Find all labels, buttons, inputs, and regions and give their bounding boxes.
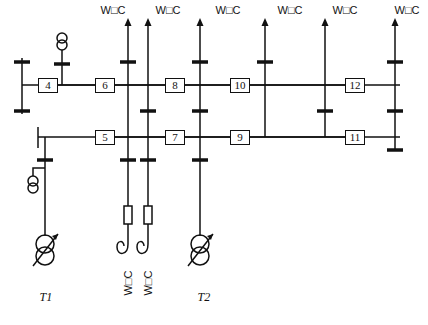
arrow-head — [145, 18, 152, 26]
breaker-box: 4 — [38, 78, 58, 93]
arrow-head — [322, 18, 329, 26]
feeder-line — [61, 50, 63, 85]
breaker-number: 12 — [350, 80, 361, 91]
disconnector-bar — [14, 60, 30, 64]
breaker-box: 11 — [345, 130, 365, 145]
feeder-line — [147, 24, 149, 206]
breaker-box: 7 — [165, 130, 185, 145]
disconnector-bar — [54, 62, 70, 66]
breaker-box: 10 — [230, 78, 250, 93]
bus-end — [37, 127, 39, 148]
regulation-arrow — [188, 234, 213, 266]
bus-connector — [250, 136, 345, 138]
line-label: W□C — [216, 4, 241, 16]
trap-symbol — [137, 224, 148, 253]
breaker-box: 12 — [345, 78, 365, 93]
disconnector-bar — [192, 109, 208, 113]
feeder-line — [264, 24, 266, 137]
disconnector-bar — [37, 158, 53, 162]
breaker-number: 5 — [102, 132, 108, 143]
bus-connector — [185, 136, 230, 138]
transformer-name: T1 — [40, 291, 53, 304]
bus-connector — [250, 84, 345, 86]
arrow-head — [207, 234, 213, 240]
aux-transformer — [28, 183, 38, 193]
disconnector-bar — [120, 60, 136, 64]
arrow-head — [392, 18, 399, 26]
bus-row — [22, 84, 400, 86]
bus-connector — [115, 136, 165, 138]
aux-transformer — [57, 40, 67, 50]
breaker-number: 11 — [350, 132, 361, 143]
disconnector-bar — [387, 148, 403, 152]
feeder-line — [394, 24, 396, 150]
feeder-line — [199, 24, 201, 236]
breaker-box: 5 — [95, 130, 115, 145]
bus-connector — [58, 84, 95, 86]
disconnector-bar — [14, 109, 30, 113]
breaker-number: 9 — [237, 132, 243, 143]
line-label: W□C — [101, 4, 126, 16]
disconnector-bar — [257, 60, 273, 64]
feeder-line — [127, 24, 129, 206]
breaker-number: 8 — [172, 80, 178, 91]
reactor-symbol — [124, 206, 132, 224]
aux-stub — [33, 168, 45, 176]
line-label: W□C — [122, 271, 134, 296]
bus-end — [21, 58, 23, 114]
reactor-symbol — [144, 206, 152, 224]
disconnector-bar — [140, 158, 156, 162]
bus-connector — [115, 84, 165, 86]
feeder-line — [324, 24, 326, 137]
regulation-arrow — [33, 234, 58, 266]
arrow-head — [197, 18, 204, 26]
arrow-head — [52, 234, 58, 240]
line-label: W□C — [395, 4, 420, 16]
breaker-box: 9 — [230, 130, 250, 145]
arrow-head — [262, 18, 269, 26]
line-label: W□C — [156, 4, 181, 16]
disconnector-bar — [140, 109, 156, 113]
trap-symbol — [117, 224, 128, 253]
disconnector-bar — [387, 109, 403, 113]
breaker-number: 6 — [102, 80, 108, 91]
breaker-number: 7 — [172, 132, 178, 143]
breaker-box: 6 — [95, 78, 115, 93]
line-label: W□C — [142, 271, 154, 296]
line-label: W□C — [333, 4, 358, 16]
arrow-head — [125, 18, 132, 26]
line-label: W□C — [278, 4, 303, 16]
breaker-number: 4 — [45, 80, 51, 91]
breaker-box: 8 — [165, 78, 185, 93]
disconnector-bar — [120, 158, 136, 162]
breaker-number: 10 — [235, 80, 246, 91]
disconnector-bar — [192, 60, 208, 64]
disconnector-bar — [192, 158, 208, 162]
feeder-line — [44, 137, 46, 236]
disconnector-bar — [317, 109, 333, 113]
bus-connector — [185, 84, 230, 86]
transformer-name: T2 — [198, 291, 211, 304]
disconnector-bar — [387, 60, 403, 64]
